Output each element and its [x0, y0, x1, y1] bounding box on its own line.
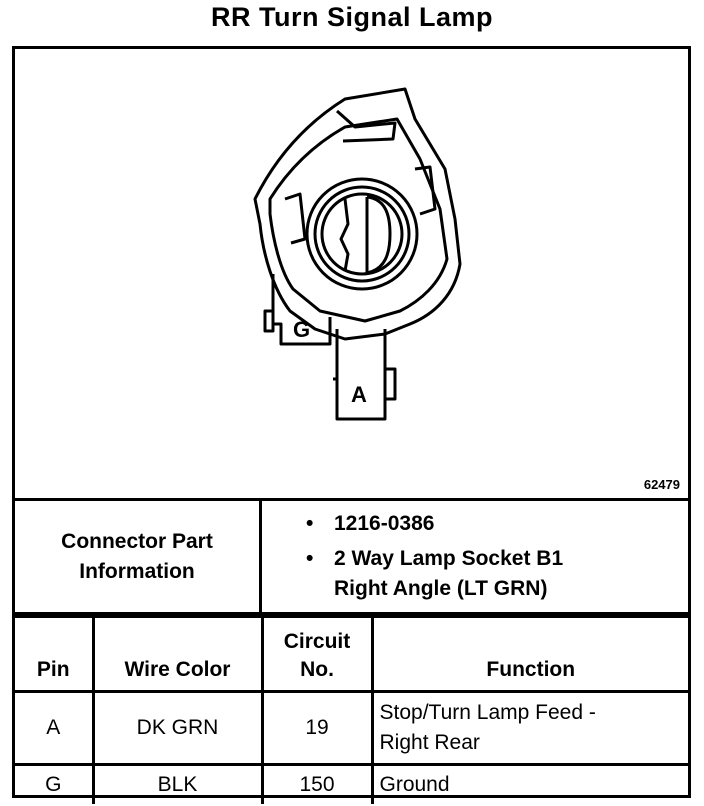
connector-part-info-label: Connector Part Information: [15, 501, 262, 612]
table-row: G BLK 150 Ground: [15, 763, 688, 804]
pin-label-g: G: [293, 317, 311, 342]
bullet-icon: •: [306, 547, 314, 570]
header-wire-color: Wire Color: [91, 615, 264, 693]
figure-number: 62479: [643, 477, 680, 492]
pin-table: Pin Wire Color Circuit No. Function A DK…: [15, 615, 688, 804]
pin-cell: G: [15, 763, 95, 804]
connector-sheet: G A 62479 Connector Part Information • 1…: [12, 46, 691, 804]
pin-cell: A: [15, 690, 95, 766]
function-cell: Stop/Turn Lamp Feed - Right Rear: [370, 690, 688, 766]
function-cell: Ground: [370, 763, 688, 804]
pin-label-a: A: [351, 382, 367, 407]
wire-color-cell: DK GRN: [91, 690, 264, 766]
connector-part-info-list: • 1216-0386 • 2 Way Lamp Socket B1 Right…: [262, 501, 688, 612]
header-function: Function: [370, 615, 688, 693]
header-pin: Pin: [15, 615, 95, 693]
connector-drawing: G A 62479: [15, 49, 688, 501]
circuit-cell: 19: [260, 690, 374, 766]
bullet-icon: •: [306, 512, 314, 535]
table-row: A DK GRN 19 Stop/Turn Lamp Feed - Right …: [15, 690, 688, 766]
connector-part-info: Connector Part Information • 1216-0386 •…: [15, 501, 688, 615]
header-circuit-no: Circuit No.: [260, 615, 374, 693]
page-title: RR Turn Signal Lamp: [210, 2, 493, 32]
wire-color-cell: BLK: [91, 763, 264, 804]
lamp-socket-illustration: [253, 87, 462, 421]
pin-table-header: Pin Wire Color Circuit No. Function: [15, 615, 688, 693]
circuit-cell: 150: [260, 763, 374, 804]
